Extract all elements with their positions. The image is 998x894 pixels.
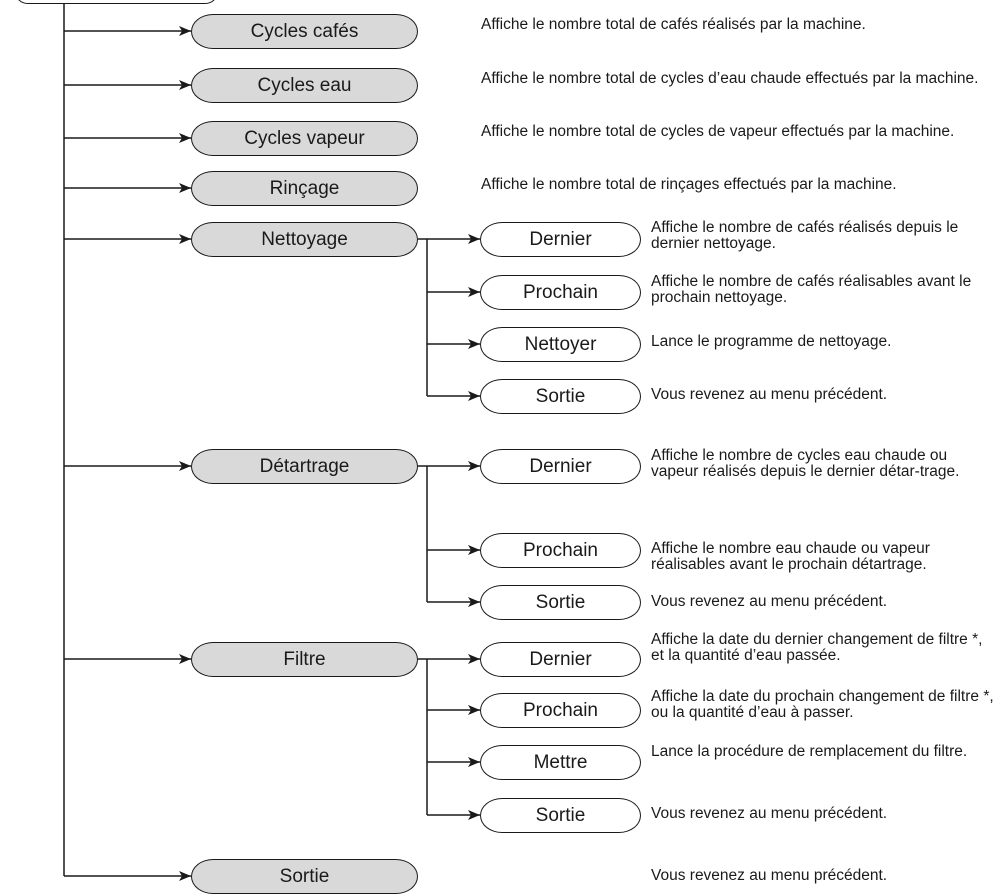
desc-filtre-sortie: Vous revenez au menu précédent. — [651, 805, 888, 822]
node-nettoyage-prochain: Prochain — [480, 275, 641, 310]
desc-detartrage-prochain: Affiche le nombre eau chaude ou vapeur r… — [651, 540, 930, 573]
desc-nettoyage-dernier: Affiche le nombre de cafés réalisés depu… — [651, 219, 959, 252]
node-filtre-mettre: Mettre — [480, 745, 641, 780]
desc-nettoyage-prochain: Affiche le nombre de cafés réalisables a… — [651, 273, 972, 306]
node-filtre: Filtre — [191, 642, 418, 677]
node-rincage: Rinçage — [191, 171, 418, 206]
node-filtre-sortie: Sortie — [480, 798, 641, 833]
desc-filtre-prochain: Affiche la date du prochain changement d… — [651, 688, 994, 721]
desc-filtre-mettre: Lance la procédure de remplacement du fi… — [651, 743, 968, 760]
node-nettoyage-sortie: Sortie — [480, 379, 641, 414]
desc-nettoyage-sortie: Vous revenez au menu précédent. — [651, 386, 888, 403]
desc-detartrage-dernier: Affiche le nombre de cycles eau chaude o… — [651, 447, 960, 480]
desc-detartrage-sortie: Vous revenez au menu précédent. — [651, 593, 888, 610]
node-detartrage-sortie: Sortie — [480, 585, 641, 620]
parent-menu-node — [14, 0, 219, 4]
desc-cycles-eau: Affiche le nombre total de cycles d’eau … — [481, 70, 979, 87]
desc-filtre-dernier: Affiche la date du dernier changement de… — [651, 631, 983, 664]
node-nettoyage-nettoyer: Nettoyer — [480, 327, 641, 362]
node-cycles-vapeur: Cycles vapeur — [191, 121, 418, 156]
node-detartrage-prochain: Prochain — [480, 533, 641, 568]
node-cycles-cafes: Cycles cafés — [191, 14, 418, 49]
desc-cycles-vapeur: Affiche le nombre total de cycles de vap… — [481, 123, 955, 140]
node-filtre-prochain: Prochain — [480, 693, 641, 728]
node-cycles-eau: Cycles eau — [191, 68, 418, 103]
desc-sortie-main: Vous revenez au menu précédent. — [651, 867, 888, 884]
node-filtre-dernier: Dernier — [480, 642, 641, 677]
node-detartrage: Détartrage — [191, 449, 418, 484]
desc-rincage: Affiche le nombre total de rinçages effe… — [481, 176, 897, 193]
node-sortie-main: Sortie — [191, 859, 418, 894]
desc-cycles-cafes: Affiche le nombre total de cafés réalisé… — [481, 16, 866, 33]
node-nettoyage-dernier: Dernier — [480, 222, 641, 257]
desc-nettoyage-nettoyer: Lance le programme de nettoyage. — [651, 333, 892, 350]
node-detartrage-dernier: Dernier — [480, 449, 641, 484]
node-nettoyage: Nettoyage — [191, 222, 418, 257]
